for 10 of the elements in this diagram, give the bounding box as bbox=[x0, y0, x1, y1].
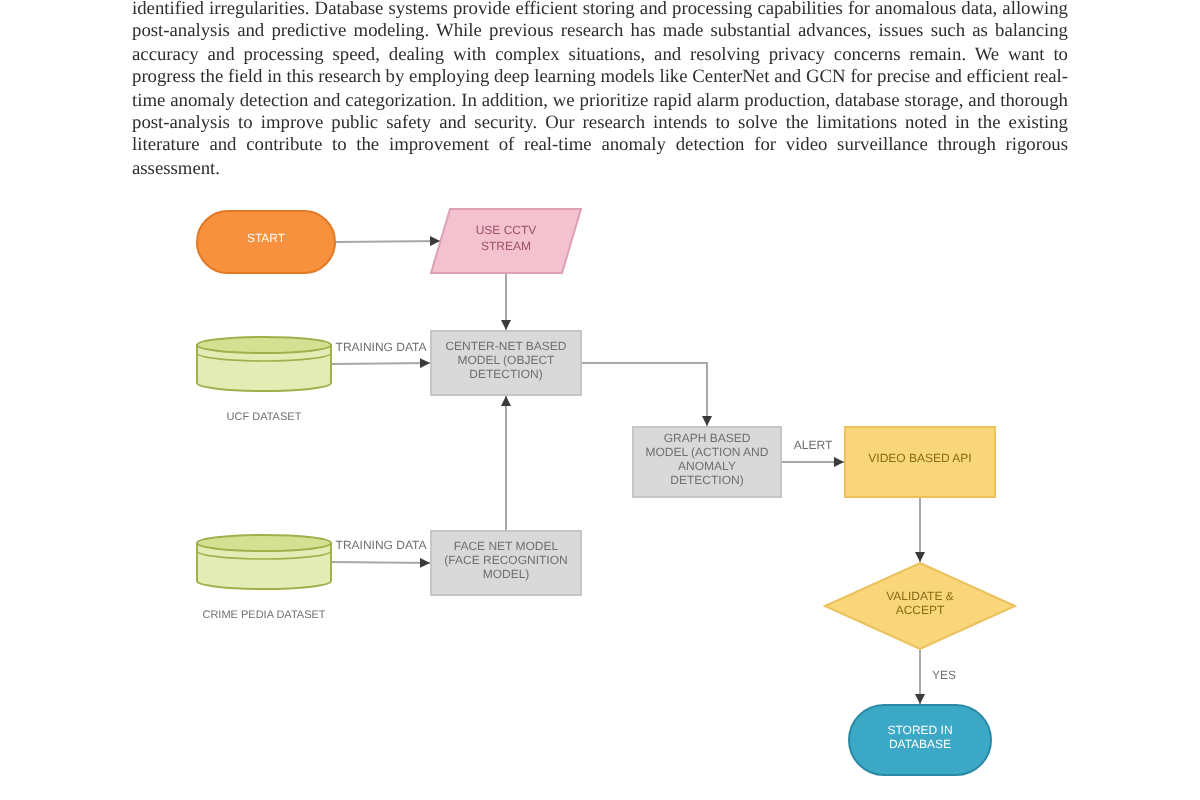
body-paragraph: identified irregularities. Database systems provide efficient storing and processing capabilities for anomalous data, allowing post-analysis and predictive modeling. While previous research has made substantial advances, issues such as balancing accuracy and processing speed, dealing with complex situations, and resolving privacy concerns remain. We want to progress the field in this research by employing deep learning models like CenterNet and GCN for precise and efficient real-time anomaly detection and categorization. In addition, we prioritize rapid alarm production, database storage, and thorough post-analysis to improve public safety and security. Our research intends to solve the limitations noted in the existing literature and contribute to the improvement of real-time anomaly detection for video surveillance through rigorous assessment. bbox=[132, 0, 1068, 183]
arrow bbox=[781, 457, 845, 467]
arrow bbox=[501, 273, 511, 331]
arrow bbox=[915, 497, 925, 563]
arrow bbox=[581, 362, 712, 427]
arrow bbox=[501, 395, 511, 531]
arrow bbox=[915, 649, 925, 705]
arrow bbox=[331, 358, 431, 369]
arrow bbox=[331, 557, 431, 568]
arrow bbox=[335, 236, 441, 247]
